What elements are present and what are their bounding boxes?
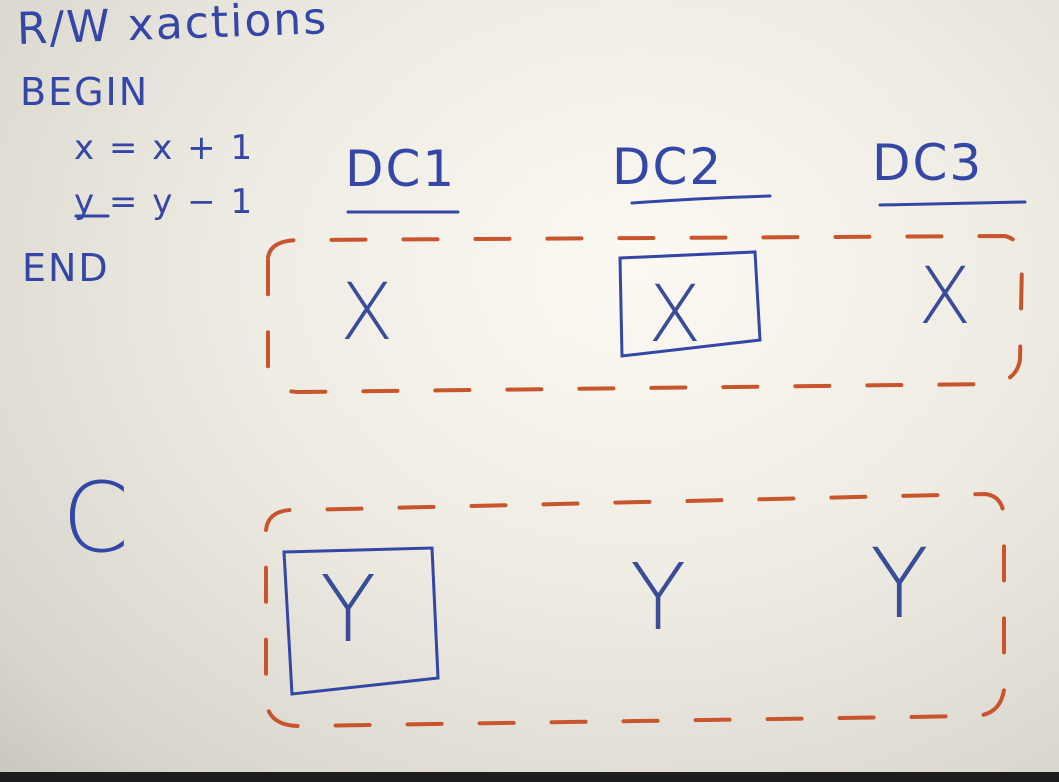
column-header-dc2: DC2	[612, 138, 724, 196]
cell-x-dc3: X	[918, 252, 972, 342]
cell-x-dc2: X	[648, 270, 702, 360]
box-y-dc1	[282, 546, 440, 696]
underline-dc2	[630, 194, 772, 205]
cell-y-dc1: Y	[320, 556, 377, 663]
end-label: END	[22, 246, 110, 290]
caption-bar	[0, 772, 1059, 782]
cell-y-dc2: Y	[630, 544, 687, 651]
row-label-c: C	[62, 462, 132, 574]
group-box-row2	[264, 491, 1006, 729]
group-box-row1	[266, 233, 1025, 395]
statement-x: x = x + 1	[74, 128, 255, 168]
begin-label: BEGIN	[20, 70, 150, 114]
column-header-dc1: DC1	[345, 140, 457, 198]
cell-x-dc1: X	[340, 268, 394, 358]
underline-dc3	[878, 200, 1027, 207]
cell-y-dc3: Y	[870, 528, 929, 640]
box-x-dc2	[618, 250, 762, 358]
column-header-dc3: DC3	[872, 134, 984, 192]
